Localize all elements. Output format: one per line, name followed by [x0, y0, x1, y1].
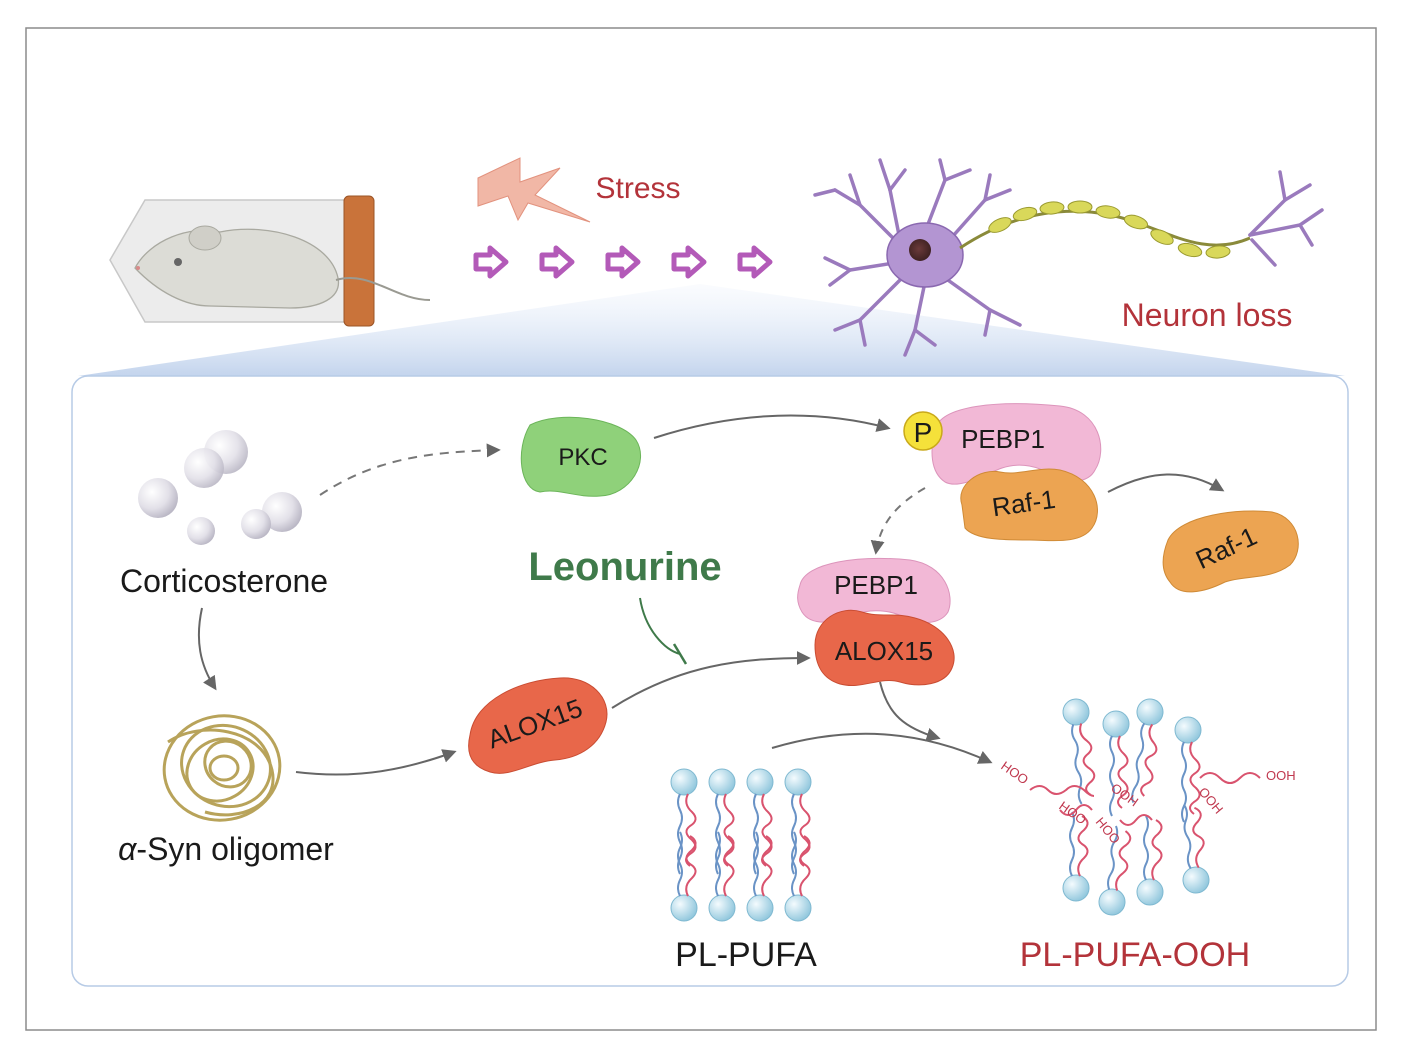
- leonurine-label: Leonurine: [528, 545, 721, 589]
- syn-oligomer-label: α-Syn oligomer: [118, 831, 334, 867]
- neuron-loss-label: Neuron loss: [1122, 297, 1293, 333]
- arrow-syn-to-alox15: [295, 749, 457, 776]
- pkc-protein: [520, 416, 642, 497]
- myelin-segment: [1012, 206, 1038, 222]
- mouse-icon: [134, 225, 431, 309]
- arrow-to-free-raf1: [1107, 473, 1225, 493]
- alox15-protein-mid: [814, 609, 955, 686]
- arrow-plpufa-to-ooh: [771, 732, 993, 764]
- arrow-pkc-to-pebp1: [653, 414, 891, 439]
- mouse-restraint-tube: [109, 195, 431, 327]
- arrow-cort-to-pkc: [319, 443, 501, 496]
- phosphate-badge: [903, 411, 943, 451]
- myelin-segment: [1039, 201, 1065, 215]
- alox15-protein-free: [468, 677, 608, 774]
- myelin-segment: [988, 217, 1012, 233]
- myelin-segment: [1150, 229, 1174, 245]
- syn-suffix: -Syn oligomer: [136, 831, 334, 867]
- syn-oligomer-icon: [162, 714, 282, 822]
- myelin-segment: [1177, 242, 1203, 258]
- arrow-to-pebp1-alox15: [870, 487, 926, 555]
- phosphate-label: P: [914, 417, 933, 448]
- molecule-sphere: [184, 448, 224, 488]
- myelin-segment: [1095, 205, 1121, 219]
- stress-label: Stress: [595, 172, 680, 205]
- pebp1-top-label: PEBP1: [961, 424, 1045, 454]
- molecule-sphere: [262, 492, 302, 532]
- pl-pufa-ooh-label: PL-PUFA-OOH: [1020, 936, 1250, 974]
- pebp1-mid-label: PEBP1: [834, 570, 918, 600]
- lightning-icon: [477, 157, 591, 223]
- molecule-sphere: [187, 517, 215, 545]
- zoom-wedge: [78, 284, 1345, 376]
- syn-alpha: α: [118, 831, 137, 867]
- arrow-cort-to-syn: [197, 607, 217, 691]
- myelin-segment: [1067, 200, 1093, 214]
- alox15-mid-label: ALOX15: [835, 636, 933, 666]
- raf1-protein-bound: [960, 468, 1098, 542]
- inhibition-bar: [672, 643, 688, 665]
- inhibition-line: [639, 597, 681, 655]
- molecule-sphere: [241, 509, 271, 539]
- raf1-protein-free: [1162, 510, 1299, 593]
- molecule-sphere: [138, 478, 178, 518]
- neuron-icon: [813, 158, 1324, 357]
- pl-pufa-ooh-bilayer: [1029, 696, 1261, 918]
- myelin-segment: [1205, 245, 1231, 259]
- myelin-segment: [1123, 214, 1149, 230]
- ooh-tag: OOH: [1266, 768, 1296, 783]
- arrow-alox15-to-complex: [611, 651, 811, 709]
- corticosterone-molecules: [138, 430, 302, 545]
- pl-pufa-label: PL-PUFA: [675, 936, 817, 974]
- pkc-label: PKC: [558, 444, 607, 471]
- arrow-complex-to-oxidation: [879, 681, 941, 742]
- corticosterone-label: Corticosterone: [120, 563, 328, 599]
